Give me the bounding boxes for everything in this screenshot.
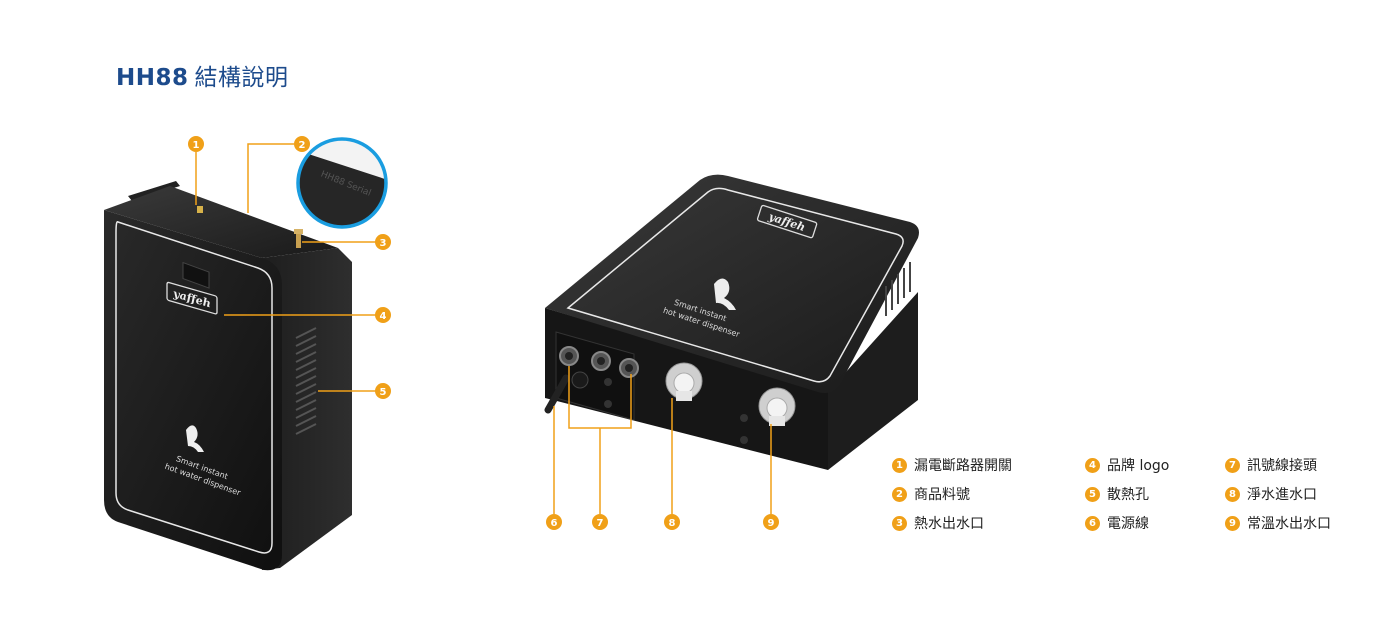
legend-number: 4 [1085, 457, 1100, 473]
top-face [104, 186, 338, 258]
legend-number: 6 [1085, 515, 1100, 531]
callout-7: 7 [592, 514, 608, 530]
legend-item-6: 6 電源線 [1085, 513, 1149, 533]
legend-number: 7 [1225, 457, 1240, 473]
flat-unit: yaffeh Smart instant hot water dispenser [544, 174, 919, 470]
legend-item-8: 8 淨水進水口 [1225, 484, 1317, 504]
legend-label: 電源線 [1107, 516, 1149, 532]
legend-number: 9 [1225, 515, 1240, 531]
legend-item-2: 2 商品料號 [892, 484, 970, 504]
legend-item-4: 4 品牌 logo [1085, 455, 1169, 475]
svg-text:8: 8 [669, 518, 676, 529]
legend: 1 漏電斷路器開關 2 商品料號 3 熱水出水口 4 品牌 logo 5 散熱孔… [892, 455, 1372, 545]
legend-number: 5 [1085, 486, 1100, 502]
legend-label: 散熱孔 [1107, 487, 1149, 503]
svg-text:6: 6 [551, 518, 558, 529]
vent-slots [295, 327, 317, 435]
title-subtitle: 結構說明 [194, 65, 289, 91]
svg-text:4: 4 [380, 311, 387, 322]
signal-connectors [559, 346, 639, 408]
legend-label: 淨水進水口 [1247, 487, 1317, 503]
zoom-ring [296, 137, 388, 229]
legend-label: 漏電斷路器開關 [914, 458, 1012, 474]
breaker-switch [182, 261, 210, 289]
front-border [115, 220, 273, 554]
callout-6: 6 [546, 514, 562, 530]
pure-water-inlet [665, 362, 703, 401]
legend-number: 2 [892, 486, 907, 502]
legend-label: 常溫水出水口 [1247, 516, 1331, 532]
flat-top-border [566, 187, 904, 383]
callout-9: 9 [763, 514, 779, 530]
front-face [104, 210, 282, 571]
svg-text:9: 9 [768, 518, 775, 529]
callout-1: 1 [188, 136, 204, 152]
legend-number: 8 [1225, 486, 1240, 502]
svg-text:5: 5 [380, 387, 387, 398]
room-temp-outlet [758, 387, 796, 426]
mount-bracket [128, 181, 180, 201]
legend-item-1: 1 漏電斷路器開關 [892, 455, 1012, 475]
callout-3: 3 [375, 234, 391, 250]
side-panel [262, 248, 352, 570]
flat-top-face [545, 174, 919, 393]
model-number-zoom: HH88 Serial [296, 137, 388, 229]
callout-5: 5 [375, 383, 391, 399]
legend-number: 3 [892, 515, 907, 531]
callout-lines [195, 143, 772, 514]
flat-vent-slots [885, 262, 911, 316]
legend-label: 品牌 logo [1107, 458, 1170, 474]
legend-item-7: 7 訊號線接頭 [1225, 455, 1317, 475]
legend-label: 商品料號 [914, 487, 970, 503]
legend-label: 熱水出水口 [914, 516, 984, 532]
callout-2: 2 [294, 136, 310, 152]
legend-item-9: 9 常溫水出水口 [1225, 513, 1331, 533]
legend-item-3: 3 熱水出水口 [892, 513, 984, 533]
svg-text:7: 7 [597, 518, 604, 529]
svg-text:1: 1 [193, 140, 200, 151]
legend-number: 1 [892, 457, 907, 473]
vertical-unit: yaffeh Smart instant hot water dispenser [104, 181, 352, 571]
callout-4: 4 [375, 307, 391, 323]
mascot-mark [186, 425, 204, 452]
callout-8: 8 [664, 514, 680, 530]
svg-text:2: 2 [299, 140, 306, 151]
svg-text:3: 3 [380, 238, 387, 249]
legend-item-5: 5 散熱孔 [1085, 484, 1149, 504]
legend-label: 訊號線接頭 [1247, 458, 1317, 474]
flat-mascot-mark [714, 278, 736, 310]
breaker-indicator [197, 206, 203, 213]
hot-water-outlet [296, 232, 301, 248]
flat-side-panel [828, 292, 918, 470]
power-cable [544, 374, 570, 414]
model-name: HH88 [116, 65, 189, 91]
